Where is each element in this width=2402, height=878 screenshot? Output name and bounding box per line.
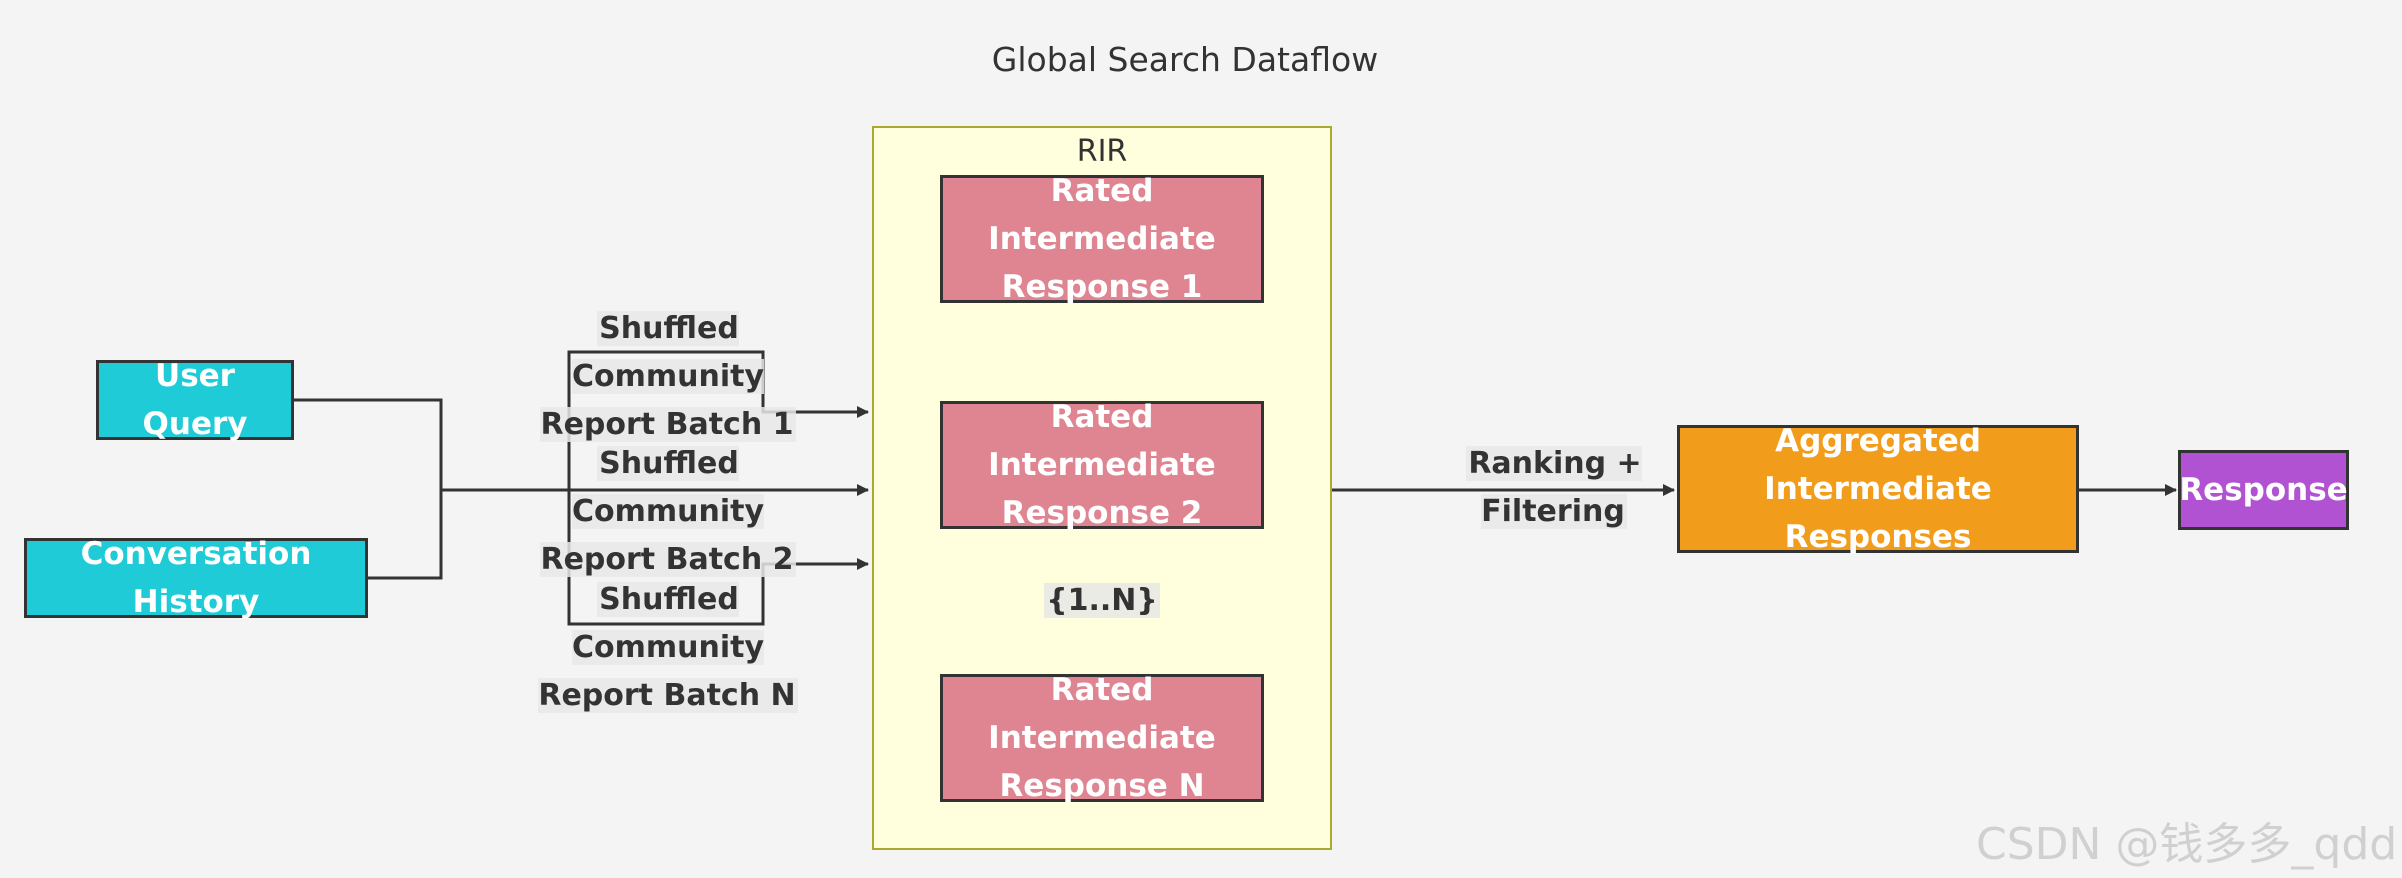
- watermark: CSDN @钱多多_qdd: [1976, 819, 2398, 870]
- edge-label-repeat: {1..N}: [1032, 577, 1172, 625]
- edge-label-ranking-filtering: Ranking + Filtering: [1440, 440, 1668, 536]
- edge-conversation-history-to-junction: [368, 490, 443, 580]
- edge-label-repeat-text: {1..N}: [1044, 583, 1160, 618]
- edge-label-batch-n: Shuffled Community Report Batch N: [508, 576, 828, 720]
- rir-cluster-label: RIR: [1076, 134, 1128, 169]
- edge-label-batch-n-text: Shuffled Community Report Batch N: [538, 582, 798, 713]
- edge-label-batch-1: Shuffled Community Report Batch 1: [508, 305, 828, 449]
- edge-label-batch-2: Shuffled Community Report Batch 2: [508, 440, 828, 584]
- user-query-node[interactable]: User Query: [96, 358, 294, 442]
- edge-label-batch-2-text: Shuffled Community Report Batch 2: [540, 446, 796, 577]
- edge-label-ranking-filtering-text: Ranking + Filtering: [1466, 446, 1642, 529]
- diagram-title: Global Search Dataflow: [991, 40, 1379, 79]
- rated-intermediate-response-2-node[interactable]: Rated Intermediate Response 2: [940, 399, 1264, 531]
- edge-user-query-to-junction: [294, 398, 443, 490]
- response-node[interactable]: Response: [2178, 450, 2349, 530]
- conversation-history-node[interactable]: Conversation History: [24, 536, 368, 620]
- aggregated-intermediate-responses-node[interactable]: Aggregated Intermediate Responses: [1677, 423, 2079, 555]
- rated-intermediate-response-n-node[interactable]: Rated Intermediate Response N: [940, 672, 1264, 804]
- edge-label-batch-1-text: Shuffled Community Report Batch 1: [540, 311, 796, 442]
- rated-intermediate-response-1-node[interactable]: Rated Intermediate Response 1: [940, 173, 1264, 305]
